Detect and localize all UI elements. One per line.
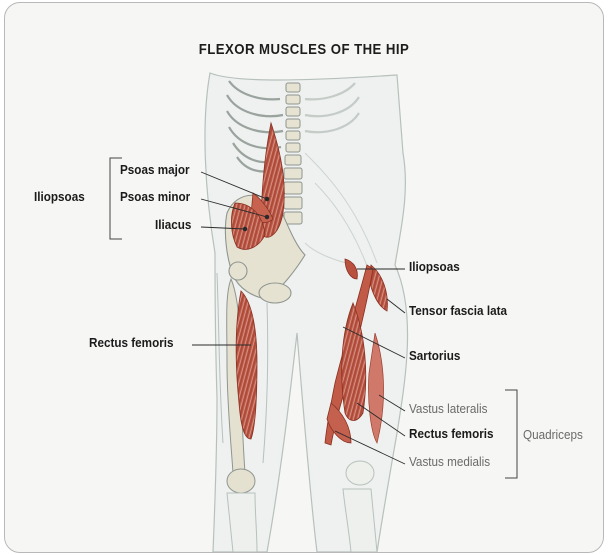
label-iliacus: Iliacus bbox=[155, 217, 191, 232]
label-rectus-femoris-right: Rectus femoris bbox=[409, 426, 494, 441]
label-psoas-major: Psoas major bbox=[120, 162, 190, 177]
illustration-card: FLEXOR MUSCLES OF THE HIP bbox=[4, 2, 604, 553]
label-rectus-femoris-left: Rectus femoris bbox=[89, 335, 174, 350]
lower-legs bbox=[227, 489, 377, 552]
label-vastus-medialis: Vastus medialis bbox=[409, 454, 490, 469]
label-sartorius: Sartorius bbox=[409, 348, 460, 363]
label-tensor-fascia-lata: Tensor fascia lata bbox=[409, 303, 507, 318]
label-iliopsoas: Iliopsoas bbox=[409, 259, 460, 274]
label-vastus-lateralis: Vastus lateralis bbox=[409, 401, 487, 416]
label-iliopsoas-group: Iliopsoas bbox=[34, 189, 85, 204]
hip-flexor-anatomy-figure bbox=[5, 3, 603, 552]
label-psoas-minor: Psoas minor bbox=[120, 189, 190, 204]
label-quadriceps-group: Quadriceps bbox=[523, 427, 583, 442]
